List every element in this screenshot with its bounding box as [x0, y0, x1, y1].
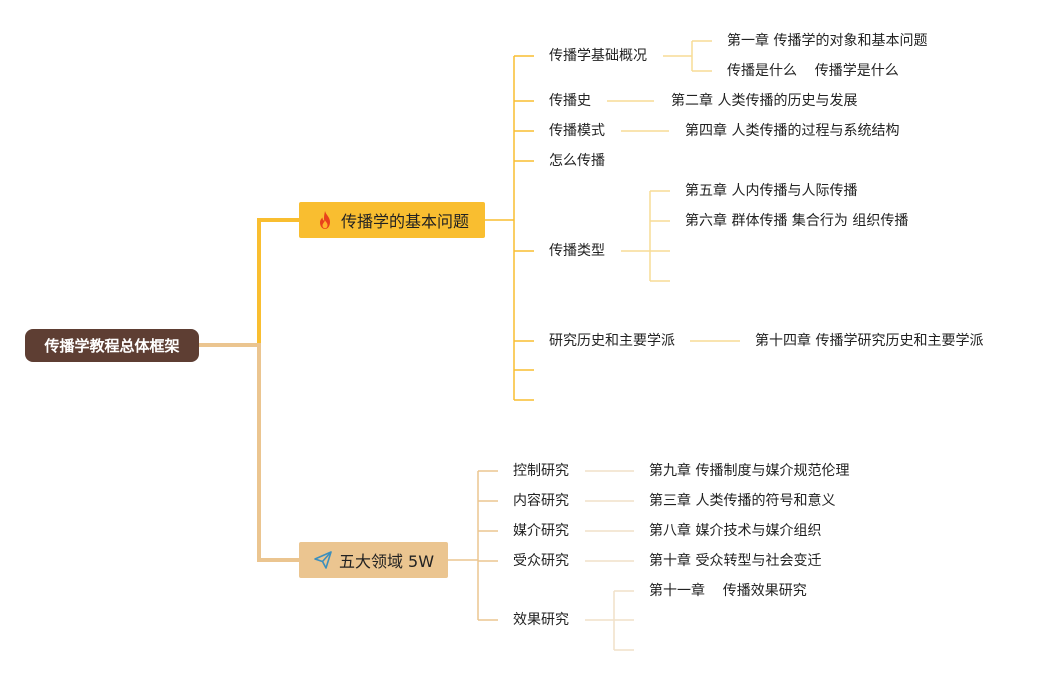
chapter-6[interactable]: 第六章 群体传播 集合行为 组织传播 — [685, 213, 909, 229]
root-connector-branch2 — [199, 343, 299, 562]
topic-types[interactable]: 传播类型 — [549, 243, 605, 259]
chapter-10[interactable]: 第十章 受众转型与社会变迁 — [649, 553, 822, 569]
topic-models[interactable]: 传播模式 — [549, 123, 605, 139]
branch2-node[interactable]: 五大领域 5W — [299, 542, 448, 578]
fire-icon — [315, 210, 335, 230]
field-content[interactable]: 内容研究 — [513, 493, 569, 509]
branch1-connectors — [485, 55, 534, 401]
chapter-1[interactable]: 第一章 传播学的对象和基本问题 — [727, 33, 928, 49]
root-connector-branch1 — [199, 218, 299, 347]
branch1-sub-connectors — [607, 40, 740, 342]
paper-plane-icon — [313, 550, 333, 570]
chapter-2[interactable]: 第二章 人类传播的历史与发展 — [671, 93, 858, 109]
chapter-9[interactable]: 第九章 传播制度与媒介规范伦理 — [649, 463, 850, 479]
chapter-8[interactable]: 第八章 媒介技术与媒介组织 — [649, 523, 822, 539]
chapter-14[interactable]: 第十四章 传播学研究历史和主要学派 — [755, 333, 984, 349]
branch1-node[interactable]: 传播学的基本问题 — [299, 202, 485, 238]
branch2-label: 五大领域 5W — [338, 552, 435, 571]
branch1-label: 传播学的基本问题 — [340, 212, 469, 231]
topic-how[interactable]: 怎么传播 — [549, 153, 605, 169]
root-label: 传播学教程总体框架 — [44, 337, 180, 355]
branch2-connectors — [448, 470, 498, 621]
branch2-sub-connectors — [585, 470, 634, 651]
chapter-4[interactable]: 第四章 人类传播的过程与系统结构 — [685, 123, 900, 139]
topic-history[interactable]: 传播史 — [549, 93, 591, 109]
chapter-11[interactable]: 第十一章 传播效果研究 — [649, 583, 807, 599]
field-control[interactable]: 控制研究 — [513, 463, 569, 479]
topic-basic-overview[interactable]: 传播学基础概况 — [549, 48, 647, 64]
field-audience[interactable]: 受众研究 — [513, 553, 569, 569]
field-media[interactable]: 媒介研究 — [513, 523, 569, 539]
topic-research-schools[interactable]: 研究历史和主要学派 — [549, 333, 675, 349]
field-effects[interactable]: 效果研究 — [513, 612, 569, 628]
root-node[interactable]: 传播学教程总体框架 — [25, 329, 199, 362]
chapter-5[interactable]: 第五章 人内传播与人际传播 — [685, 183, 858, 199]
what-is-communication[interactable]: 传播是什么 传播学是什么 — [727, 63, 899, 79]
chapter-3[interactable]: 第三章 人类传播的符号和意义 — [649, 493, 836, 509]
